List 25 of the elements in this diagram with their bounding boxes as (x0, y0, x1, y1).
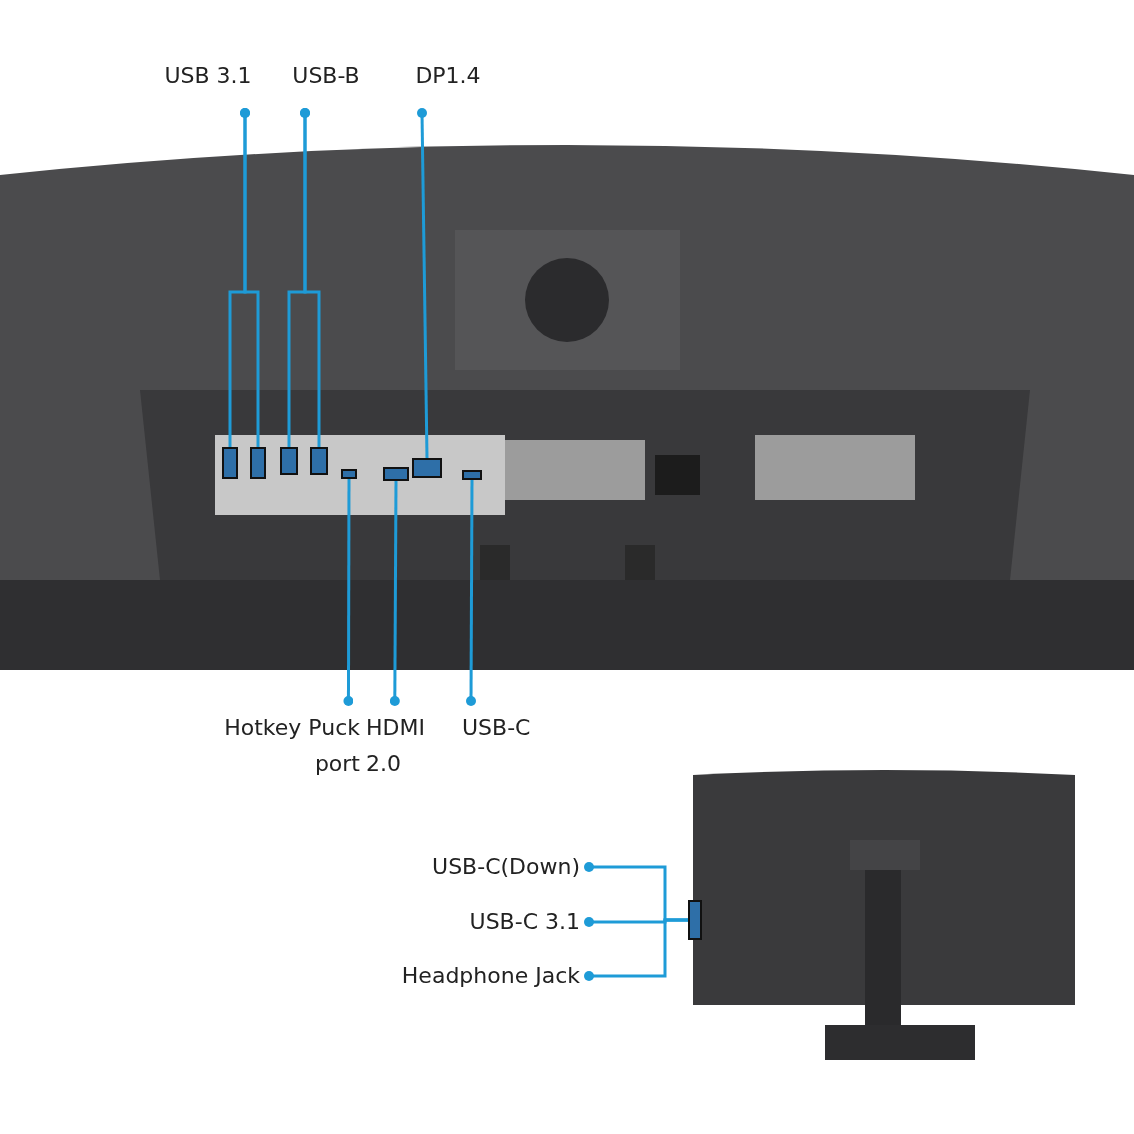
callout-label: USB-B (276, 58, 376, 104)
callout-label: USB-C(Down) (370, 849, 580, 885)
callout-label: USB-C 3.1 (370, 904, 580, 940)
callout-label: DP1.4 (398, 58, 498, 104)
callout-label: USB 3.1 (158, 58, 258, 104)
usb-port (222, 447, 238, 479)
leader-line (300, 108, 321, 447)
leader-line (466, 480, 476, 706)
hdmi-port (383, 467, 409, 481)
side-port (688, 900, 702, 940)
usb-c-port (462, 470, 482, 480)
usb-port (250, 447, 266, 479)
callout-label: USB-C (462, 710, 562, 756)
leader-line (584, 918, 688, 981)
leader-line (240, 108, 260, 447)
leader-line (343, 479, 354, 706)
leader-line (389, 481, 400, 706)
display-port (412, 458, 442, 478)
callout-label: HDMI 2.0 (366, 710, 456, 790)
callout-label: Headphone Jack (370, 958, 580, 994)
callout-label: Hotkey Puck port (195, 710, 360, 790)
usb-port (280, 447, 298, 475)
leader-line (417, 108, 429, 459)
hotkey-port (341, 469, 357, 479)
usb-port (310, 447, 328, 475)
